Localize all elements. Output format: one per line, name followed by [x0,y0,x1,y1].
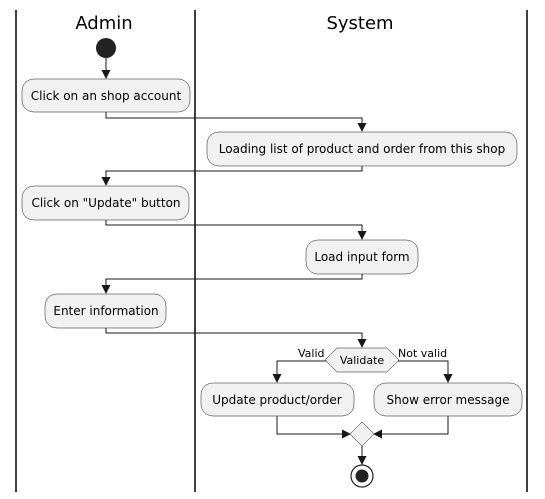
activity-show-error-label: Show error message [387,393,510,407]
activity-click-shop-label: Click on an shop account [31,89,182,103]
lane-title-admin: Admin [75,13,132,34]
activity-load-form: Load input form [305,239,419,275]
lane-title-system: System [326,13,393,34]
decision-validate-label: Validate [340,354,385,367]
activity-loading-list: Loading list of product and order from t… [206,131,518,167]
start-node [96,38,116,58]
decision-validate: Validate [324,347,400,373]
activity-enter-info-label: Enter information [53,304,158,318]
activity-load-form-label: Load input form [314,250,409,264]
activity-show-error: Show error message [373,382,523,417]
guard-not-valid: Not valid [398,347,447,360]
end-node [350,464,374,488]
merge-node [349,421,375,447]
arrowheads [101,70,453,465]
activity-click-shop: Click on an shop account [21,78,191,113]
activity-loading-list-label: Loading list of product and order from t… [219,142,505,156]
activity-click-update-label: Click on "Update" button [31,196,180,210]
activity-update: Update product/order [200,382,355,417]
guard-valid: Valid [298,347,325,360]
flow-lines [105,58,449,460]
activity-click-update: Click on "Update" button [21,185,190,221]
activity-update-label: Update product/order [212,393,342,407]
activity-enter-info: Enter information [44,293,167,329]
